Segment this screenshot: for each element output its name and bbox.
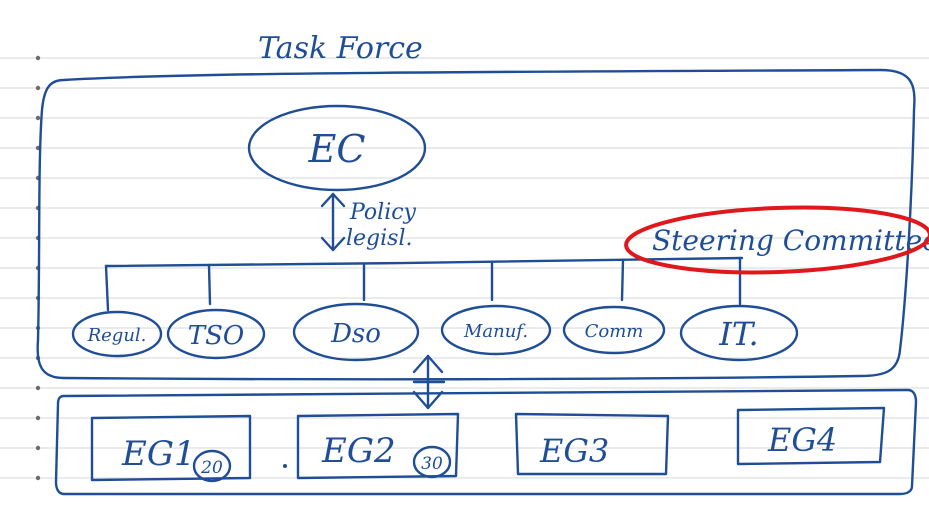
margin-dot [35, 445, 41, 451]
margin-dot [35, 385, 41, 391]
eg4-label: EG4 [767, 421, 837, 459]
node-manuf-label: Manuf. [463, 321, 528, 342]
margin-dot [35, 115, 41, 121]
branch-drop [620, 258, 625, 302]
ec-node-ellipse [247, 104, 427, 192]
eg2-label: EG2 [321, 431, 396, 471]
arrow-label-legisl: legisl. [346, 226, 413, 251]
eg3-box [514, 412, 670, 476]
pen-dot [283, 464, 287, 468]
steering-committee-highlight [624, 205, 929, 275]
margin-dot [35, 475, 41, 481]
branch-drop [207, 263, 212, 306]
margin-dot [35, 85, 41, 91]
steering-committee-label: Steering Committee [652, 224, 929, 257]
node-dso-ellipse [292, 302, 420, 362]
expert-groups-frame [54, 388, 918, 497]
eg1-label: EG1 [121, 434, 196, 474]
eg1-badge-circle [192, 449, 232, 483]
policy-arrow-up-icon [320, 192, 346, 208]
eg4-box [736, 406, 886, 466]
ec-node-label: EC [308, 127, 366, 171]
eg3-label: EG3 [539, 432, 609, 470]
node-it-label: IT. [718, 315, 758, 353]
node-it-ellipse [679, 304, 799, 362]
eg1-badge: 20 [200, 458, 223, 478]
branch-drop [104, 264, 110, 312]
node-tso-label: TSO [188, 321, 244, 351]
tf-eg-arrow-up-icon [412, 354, 444, 374]
policy-arrow-down-icon [320, 236, 346, 252]
task-force-frame [36, 68, 916, 381]
eg2-badge-circle [412, 445, 452, 479]
node-manuf-ellipse [440, 304, 552, 356]
node-dso-label: Dso [330, 319, 381, 349]
node-comm-ellipse [562, 305, 666, 355]
eg1-box [90, 414, 252, 482]
node-regul-label: Regul. [87, 325, 147, 346]
node-tso-ellipse [166, 308, 266, 360]
eg2-box [296, 412, 460, 480]
margin-dot [35, 55, 41, 61]
eg2-badge: 30 [421, 454, 443, 474]
diagram-title: Task Force [258, 31, 423, 66]
node-regul-ellipse [71, 310, 163, 358]
branch-line [104, 256, 744, 268]
tf-eg-arrow-down-icon [412, 390, 444, 410]
ruled-lines [0, 57, 929, 479]
node-comm-label: Comm [585, 321, 644, 342]
margin-dot [35, 415, 41, 421]
arrow-label-policy: Policy [349, 200, 417, 225]
